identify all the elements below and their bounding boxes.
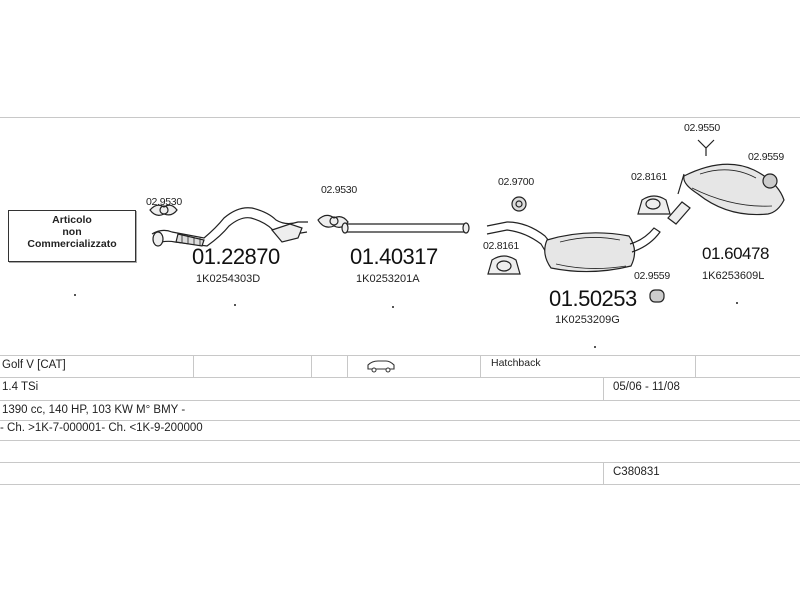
engine: 1.4 TSi (2, 381, 39, 393)
rubber-9559-right-icon (762, 173, 778, 189)
accessory-label-9559-centre: 02.9559 (634, 270, 670, 282)
marker-dot (234, 304, 236, 306)
not-available-line2: non (62, 226, 82, 238)
diagram-top-border (0, 117, 800, 118)
table-divider (193, 355, 194, 377)
catalog-code: C380831 (613, 466, 660, 478)
accessory-label-9550: 02.9550 (684, 122, 720, 134)
chassis-range: - Ch. >1K-7-000001- Ch. <1K-9-200000 (0, 422, 203, 434)
marker-dot (594, 346, 596, 348)
accessory-label-9700: 02.9700 (498, 176, 534, 188)
centre-silencer-icon (486, 221, 661, 273)
table-border (0, 355, 800, 356)
not-available-line1: Articolo (52, 214, 92, 226)
oem-number-centre-silencer: 1K0253209G (555, 314, 620, 326)
table-border (0, 377, 800, 378)
oem-number-intermediate-pipe: 1K0253201A (356, 273, 420, 285)
table-divider (603, 377, 604, 400)
oem-number-front-pipe: 1K0254303D (196, 273, 261, 285)
table-divider (347, 355, 348, 377)
table-border (0, 484, 800, 485)
table-border (0, 462, 800, 463)
accessory-label-8161-upper: 02.8161 (631, 171, 667, 183)
table-border (0, 420, 800, 421)
not-available-box: Articolo non Commercializzato (8, 210, 136, 262)
marker-dot (736, 302, 738, 304)
rubber-9559-centre-icon (649, 289, 665, 303)
engine-spec: 1390 cc, 140 HP, 103 KW M° BMY - (2, 404, 186, 416)
table-border (0, 440, 800, 441)
part-number-intermediate-pipe: 01.40317 (350, 244, 438, 269)
gasket-p2-icon (317, 214, 349, 228)
part-number-centre-silencer: 01.50253 (549, 286, 637, 311)
oem-number-rear-silencer: 1K6253609L (702, 270, 765, 282)
production-period: 05/06 - 11/08 (613, 381, 680, 393)
exhaust-diagram (149, 139, 785, 303)
accessory-label-9559-right: 02.9559 (748, 151, 784, 163)
vehicle-model: Golf V [CAT] (2, 359, 66, 371)
body-type: Hatchback (491, 357, 541, 369)
clamp-9700-icon (511, 196, 527, 212)
table-border (0, 400, 800, 401)
accessory-label-8161-lower: 02.8161 (483, 240, 519, 252)
car-icon (367, 360, 395, 373)
intermediate-pipe-icon (341, 222, 470, 234)
hanger-8161-upper-icon (637, 195, 671, 215)
gasket-p1-icon (149, 204, 178, 216)
gasket-label-p1: 02.9530 (146, 196, 182, 208)
front-pipe-icon (151, 207, 308, 247)
hanger-8161-lower-icon (487, 255, 521, 275)
clamp-9550-icon (697, 139, 715, 156)
table-divider (695, 355, 696, 377)
part-number-rear-silencer: 01.60478 (702, 244, 769, 263)
gasket-label-p2: 02.9530 (321, 184, 357, 196)
part-number-front-pipe: 01.22870 (192, 244, 280, 269)
not-available-line3: Commercializzato (27, 238, 117, 250)
table-divider (311, 355, 312, 377)
marker-dot (392, 306, 394, 308)
table-divider (480, 355, 481, 377)
table-divider (603, 462, 604, 484)
rear-silencer-icon (667, 163, 785, 225)
marker-dot (74, 294, 76, 296)
